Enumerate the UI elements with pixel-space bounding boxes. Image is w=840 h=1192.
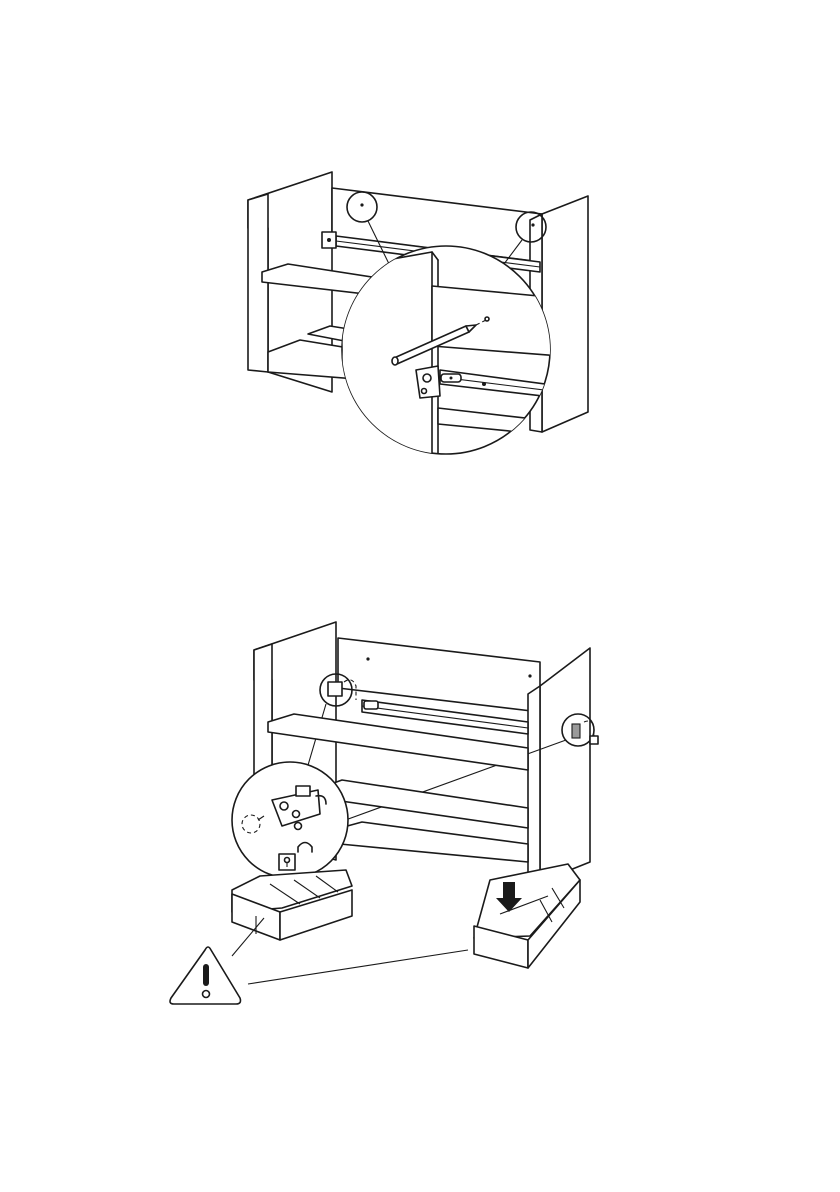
assembly-step-2	[0, 600, 840, 1192]
bottom-board	[340, 822, 528, 862]
step-1-illustration	[0, 0, 840, 600]
unlock-magnifier	[232, 762, 348, 878]
left-packaging-block	[232, 870, 352, 940]
lower-shelf	[320, 780, 528, 828]
pencil-marking-magnifier	[342, 246, 560, 460]
right-packaging-block	[474, 864, 580, 968]
rail-clip-left	[322, 232, 336, 248]
step-2-illustration	[0, 600, 840, 1192]
warning-triangle-icon	[170, 918, 468, 1004]
assembly-step-1	[0, 0, 840, 600]
